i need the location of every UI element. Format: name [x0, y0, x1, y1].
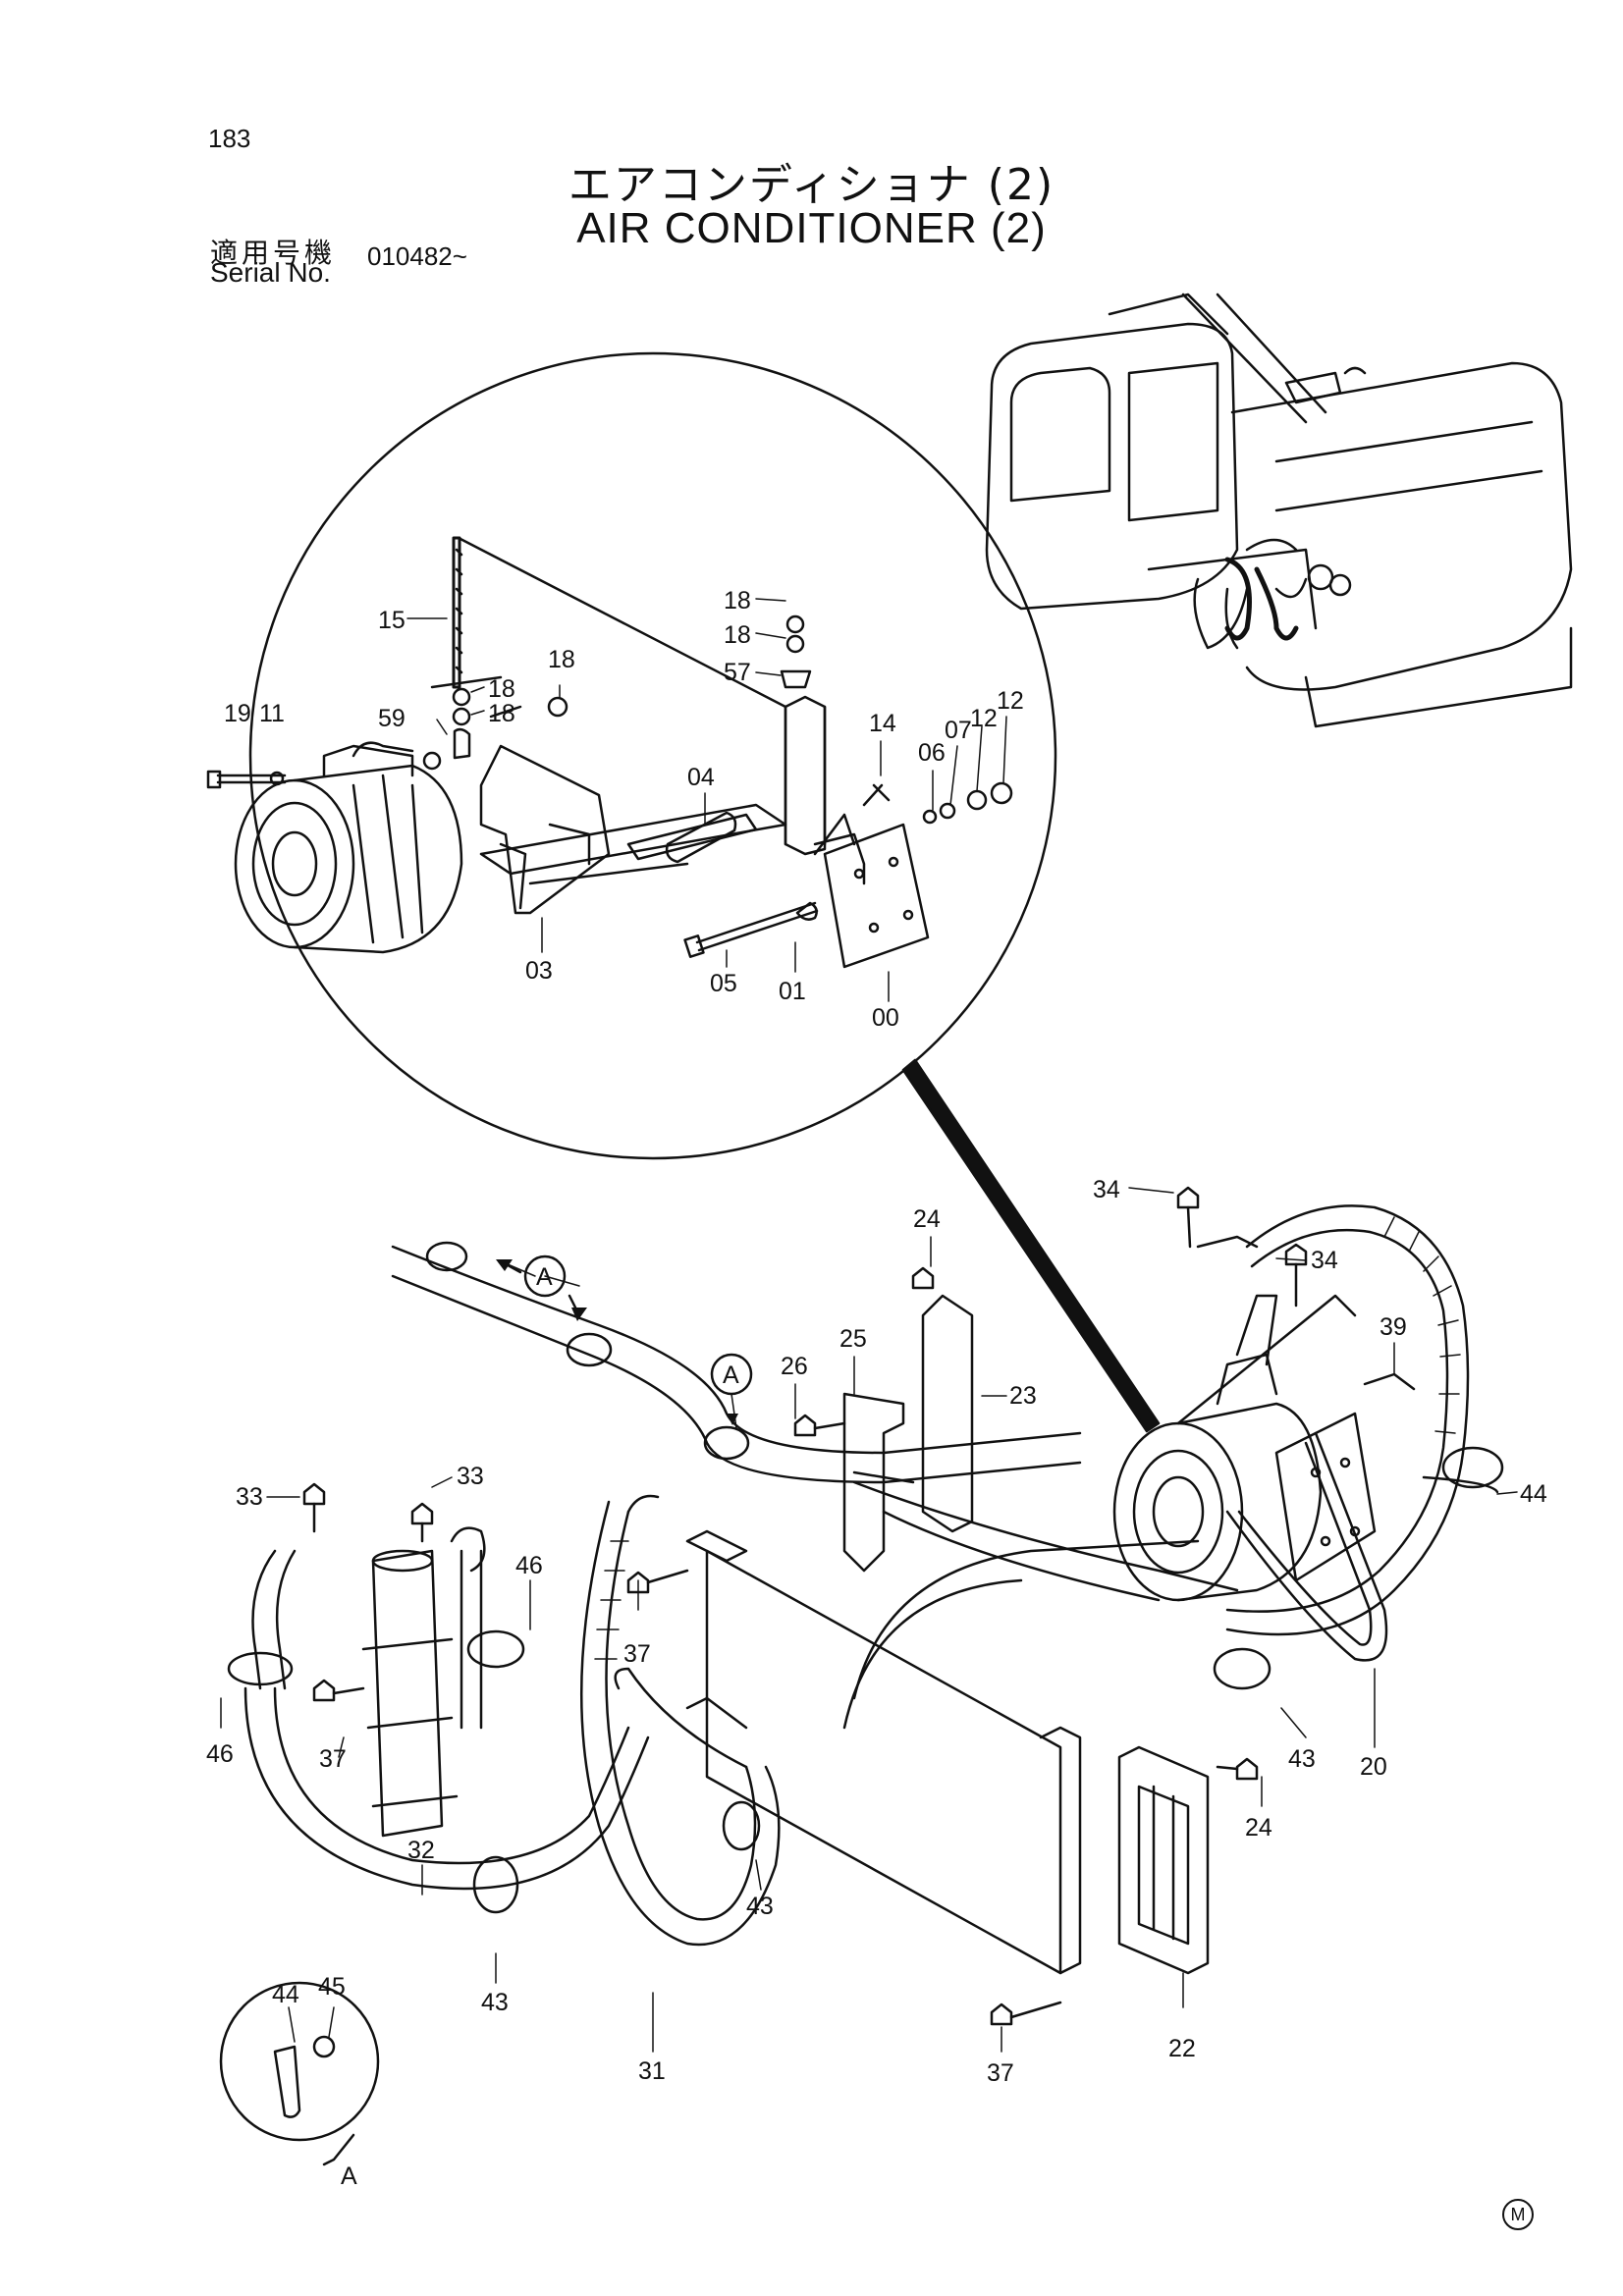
callout-label: 32	[407, 1837, 435, 1864]
view-a-inset	[219, 1981, 380, 2166]
callout-label: 24	[1245, 1814, 1272, 1842]
callout-label: 03	[525, 957, 553, 985]
callout-label: 20	[1360, 1753, 1387, 1781]
view-a-markers	[496, 1255, 753, 1425]
callout-label: 31	[638, 2057, 666, 2085]
callout-label: 14	[869, 710, 896, 737]
callout-label: 33	[236, 1483, 263, 1511]
callout-label: 18	[724, 621, 751, 649]
callout-label: 00	[872, 1004, 899, 1032]
condenser	[685, 1529, 1200, 1975]
leader-lines	[220, 598, 1518, 2053]
callout-label: 24	[913, 1205, 941, 1233]
hose-32	[243, 1686, 650, 1891]
callout-label: 37	[623, 1640, 651, 1668]
bolts	[302, 1186, 1308, 2026]
view-marker-a	[523, 1255, 567, 1298]
bracket-assembly	[206, 536, 1013, 969]
callout-label: 11	[259, 700, 285, 727]
callout-label: 18	[488, 700, 515, 727]
serial-number-value: 010482~	[367, 241, 467, 271]
title-english: AIR CONDITIONER (2)	[576, 204, 1047, 252]
serial-label-japanese: 適用号機	[210, 237, 337, 269]
callout-label: 46	[515, 1552, 543, 1579]
callout-label: 37	[319, 1745, 347, 1773]
callout-label: 37	[987, 2059, 1014, 2087]
callout-label: 43	[1288, 1745, 1316, 1773]
callout-label: 26	[781, 1353, 808, 1380]
callout-label: 04	[687, 764, 715, 791]
mark-symbol: M	[1502, 2199, 1534, 2230]
callout-label: 06	[918, 739, 946, 767]
bracket-22	[1117, 1745, 1210, 1975]
view-marker-label: A	[536, 1263, 553, 1291]
callout-label: 34	[1093, 1176, 1120, 1203]
receiver-drier	[251, 1526, 486, 1838]
callout-label: 15	[378, 607, 406, 634]
compressor-lower	[1112, 1294, 1388, 1662]
serial-label-english: Serial No.	[210, 257, 331, 288]
callout-label: 18	[548, 646, 575, 673]
callout-label: 59	[378, 705, 406, 732]
callout-label: 18	[488, 675, 515, 703]
hose-clamps	[227, 1241, 1504, 1914]
excavator-overview	[985, 293, 1573, 728]
bracket-23-25	[842, 1294, 974, 1573]
hose-routing	[391, 1245, 1239, 1602]
callout-label: 01	[779, 978, 806, 1005]
view-marker-label: A	[723, 1362, 739, 1389]
callout-label: 19	[224, 700, 251, 727]
callout-label: 57	[724, 659, 751, 686]
callout-label: 22	[1168, 2035, 1196, 2062]
callout-label: 44	[1520, 1480, 1547, 1508]
callout-label: 34	[1311, 1247, 1338, 1274]
page-number: 183	[208, 124, 251, 153]
callout-label: 05	[710, 970, 737, 997]
callout-label: 18	[724, 587, 751, 614]
callout-label: 46	[206, 1740, 234, 1768]
callout-label: 39	[1380, 1313, 1407, 1341]
callout-label: 12	[997, 687, 1024, 715]
detail-circle	[248, 351, 1161, 1433]
callout-label: 23	[1009, 1382, 1037, 1410]
callout-label: 44	[272, 1981, 299, 2008]
hose-31	[580, 1494, 781, 1947]
compressor-hose	[1196, 1204, 1499, 1636]
view-marker-label: A	[341, 2163, 357, 2190]
compressor-detail	[234, 741, 463, 954]
callout-label: 43	[481, 1989, 509, 2016]
callout-label: 25	[839, 1325, 867, 1353]
callout-label: 45	[318, 1973, 346, 2001]
view-marker-a	[710, 1353, 753, 1396]
callout-label: 33	[457, 1463, 484, 1490]
title-japanese: エアコンディショナ (2)	[568, 160, 1055, 210]
callout-label: 43	[746, 1893, 774, 1920]
callout-label: 07	[945, 717, 972, 744]
callout-label: 12	[970, 705, 998, 732]
